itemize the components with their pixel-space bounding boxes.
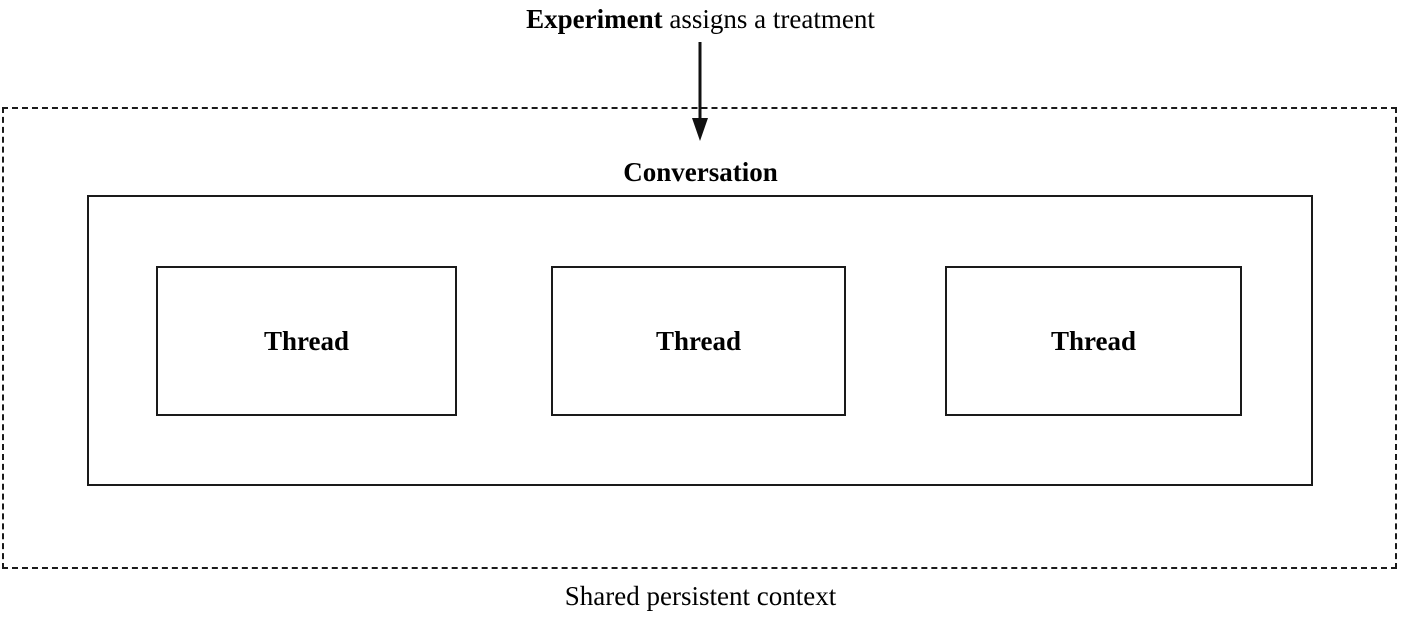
thread-box-3: Thread	[945, 266, 1242, 416]
shared-persistent-context-region	[2, 107, 1397, 569]
thread-label-1: Thread	[263, 326, 350, 356]
thread-box-1: Thread	[156, 266, 457, 416]
thread-label-3: Thread	[1050, 326, 1137, 356]
downward-arrow-icon	[692, 42, 708, 141]
shared-persistent-context-caption: Shared persistent context	[564, 581, 837, 611]
experiment-caption: Experiment assigns a treatment	[0, 2, 1401, 36]
thread-label-2: Thread	[655, 326, 742, 356]
experiment-caption-bold: Experiment	[526, 4, 663, 34]
conversation-label: Conversation	[623, 157, 778, 187]
conversation-box	[87, 195, 1313, 486]
thread-box-2: Thread	[551, 266, 846, 416]
experiment-caption-regular: assigns a treatment	[662, 4, 875, 34]
